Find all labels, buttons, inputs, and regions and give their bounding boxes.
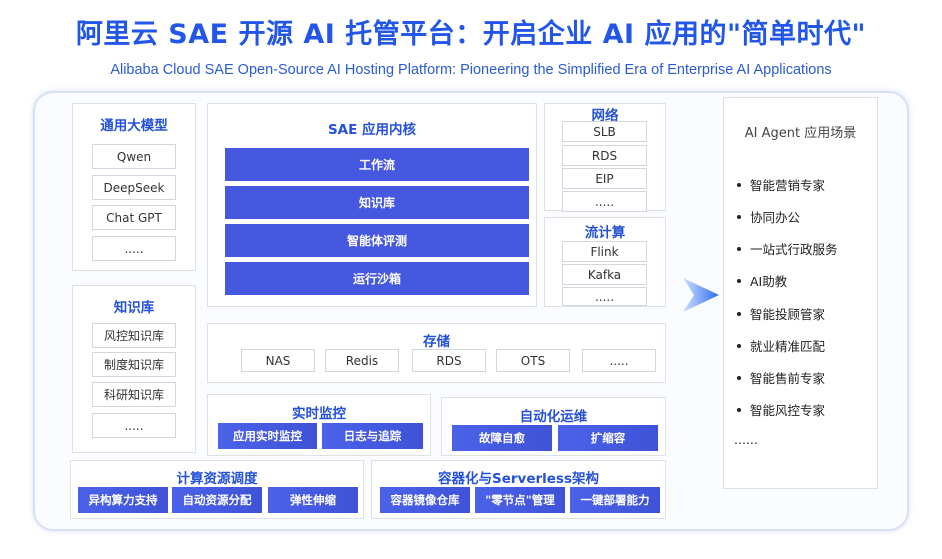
ops-title: 自动化运维 — [519, 409, 588, 425]
agent-item: 就业精准匹配 — [737, 336, 825, 355]
agent-item-label: 一站式行政服务 — [750, 242, 838, 257]
network-item: SLB — [562, 121, 647, 142]
ops-bar-scaling: 扩缩容 — [558, 425, 658, 451]
storage-item: NAS — [241, 349, 315, 372]
compute-bar-hetero: 异构算力支持 — [78, 487, 168, 513]
stream-item: Kafka — [562, 264, 647, 285]
agent-item-label: 就业精准匹配 — [750, 339, 826, 354]
knowledge-item: 风控知识库 — [92, 323, 176, 348]
models-title: 通用大模型 — [100, 118, 168, 134]
agent-item: 智能投顾管家 — [737, 304, 825, 323]
storage-item: RDS — [412, 349, 486, 372]
stream-box: 流计算 Flink Kafka ..... — [544, 217, 666, 307]
knowledge-title: 知识库 — [113, 300, 155, 316]
agent-item: 一站式行政服务 — [737, 239, 838, 258]
model-item: DeepSeek — [92, 175, 176, 200]
core-bar-evaluation: 智能体评测 — [225, 224, 529, 257]
stream-title: 流计算 — [584, 225, 626, 241]
compute-bar-elastic: 弹性伸缩 — [268, 487, 358, 513]
arrow-right-icon — [683, 278, 719, 312]
storage-item: Redis — [325, 349, 399, 372]
storage-box: 存储 NAS Redis RDS OTS ..... — [207, 323, 666, 383]
compute-bar-alloc: 自动资源分配 — [172, 487, 262, 513]
model-item: Chat GPT — [92, 205, 176, 230]
bullet-icon — [737, 311, 741, 316]
network-item: ..... — [562, 191, 647, 212]
agent-item: 智能售前专家 — [737, 368, 825, 387]
core-bar-knowledge: 知识库 — [225, 186, 529, 219]
compute-title: 计算资源调度 — [176, 471, 258, 487]
main-title: 阿里云 SAE 开源 AI 托管平台：开启企业 AI 应用的"简单时代" — [75, 19, 867, 50]
bullet-icon — [737, 214, 741, 219]
knowledge-item: 科研知识库 — [92, 382, 176, 407]
monitor-title: 实时监控 — [292, 406, 346, 422]
core-title: SAE 应用内核 — [327, 122, 417, 138]
agent-item: 智能风控专家 — [737, 400, 825, 419]
network-item: RDS — [562, 145, 647, 166]
container-bar-registry: 容器镜像仓库 — [380, 487, 470, 513]
monitor-bar-app: 应用实时监控 — [218, 423, 317, 449]
agent-title: AI Agent 应用场景 — [744, 126, 857, 141]
network-box: 网络 SLB RDS EIP ..... — [544, 103, 666, 212]
container-bar-zeronode: "零节点"管理 — [475, 487, 565, 513]
bullet-icon — [737, 182, 741, 187]
agent-item: AI助教 — [737, 271, 787, 290]
agent-item: 智能营销专家 — [737, 175, 825, 194]
storage-item: OTS — [496, 349, 570, 372]
agent-item-label: 协同办公 — [750, 210, 801, 225]
ops-bar-selfheal: 故障自愈 — [452, 425, 552, 451]
agent-item: 协同办公 — [737, 207, 800, 226]
model-item: Qwen — [92, 144, 176, 169]
bullet-icon — [737, 343, 741, 348]
knowledge-item: 制度知识库 — [92, 352, 176, 377]
bullet-icon — [737, 246, 741, 251]
network-item: EIP — [562, 168, 647, 189]
subtitle: Alibaba Cloud SAE Open-Source AI Hosting… — [110, 62, 832, 78]
agent-item-label: AI助教 — [750, 274, 788, 289]
stream-item: ..... — [562, 287, 647, 306]
agent-scenarios-box: AI Agent 应用场景 智能营销专家 协同办公 一站式行政服务 AI助教 智… — [723, 97, 878, 489]
container-title: 容器化与Serverless架构 — [437, 471, 599, 487]
container-bar-deploy: 一键部署能力 — [570, 487, 660, 513]
agent-more: ...... — [734, 432, 758, 447]
core-bar-workflow: 工作流 — [225, 148, 529, 181]
storage-title: 存储 — [423, 334, 450, 350]
storage-item: ..... — [582, 349, 656, 372]
agent-item-label: 智能售前专家 — [750, 371, 826, 386]
network-title: 网络 — [591, 108, 619, 124]
knowledge-item: ..... — [92, 413, 176, 438]
model-item: ..... — [92, 236, 176, 261]
models-box: 通用大模型 Qwen DeepSeek Chat GPT ..... — [72, 103, 196, 271]
bullet-icon — [737, 375, 741, 380]
agent-item-label: 智能投顾管家 — [750, 307, 826, 322]
stream-item: Flink — [562, 241, 647, 262]
monitor-bar-log: 日志与追踪 — [322, 423, 423, 449]
knowledge-box: 知识库 风控知识库 制度知识库 科研知识库 ..... — [72, 285, 196, 453]
agent-item-label: 智能营销专家 — [750, 178, 826, 193]
bullet-icon — [737, 407, 741, 412]
bullet-icon — [737, 278, 741, 283]
agent-item-label: 智能风控专家 — [750, 403, 826, 418]
core-bar-sandbox: 运行沙箱 — [225, 262, 529, 295]
